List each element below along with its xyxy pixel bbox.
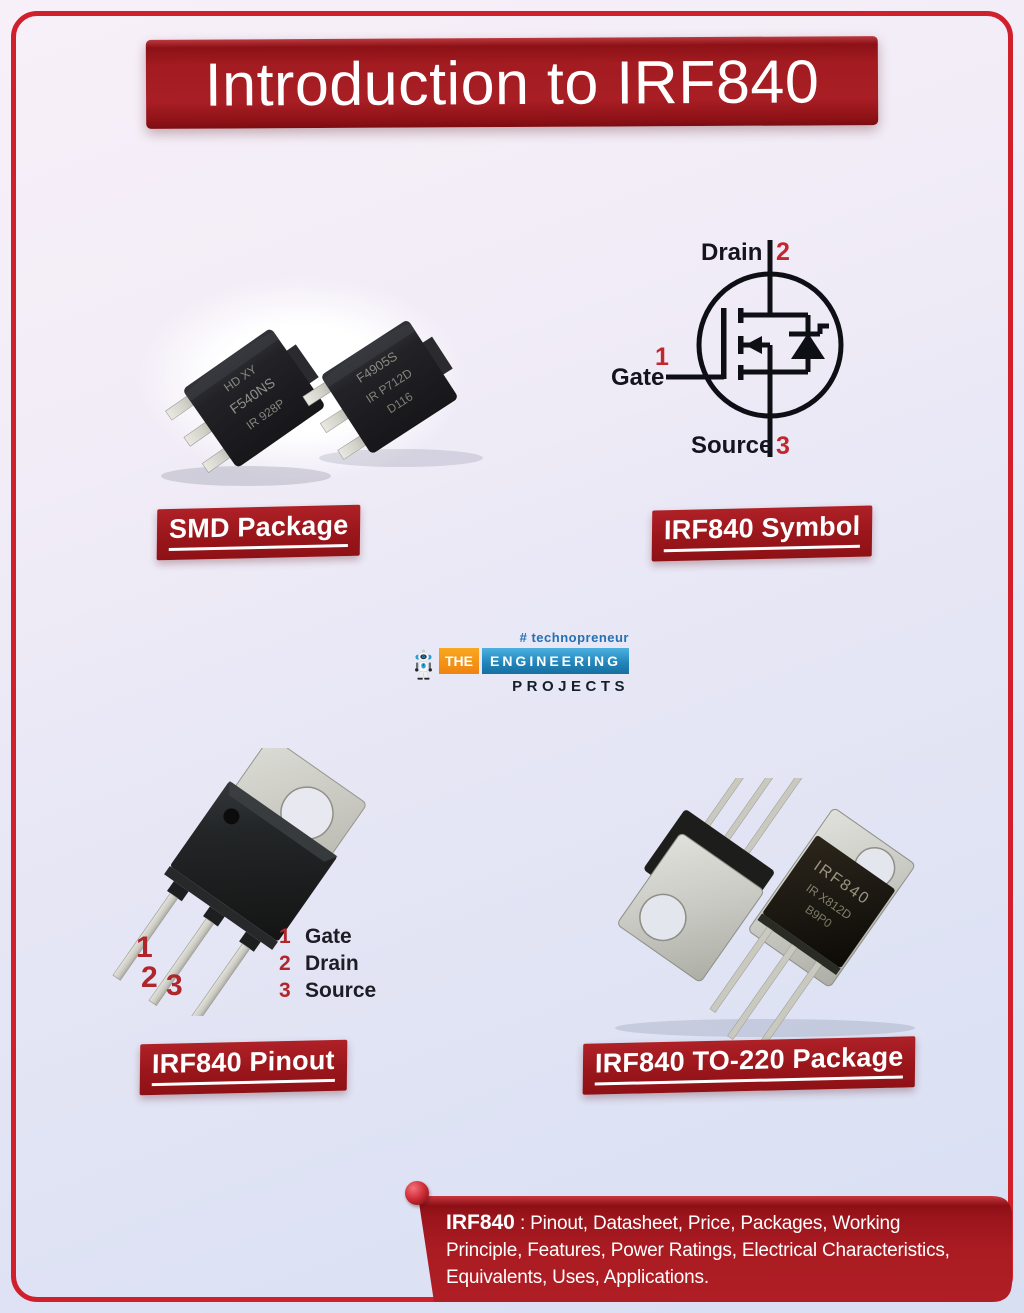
logo-word-projects: PROJECTS xyxy=(512,678,629,695)
irf840-pinout-image xyxy=(112,748,366,1016)
footer-pin-sphere-icon xyxy=(405,1181,429,1205)
pin-leg xyxy=(148,918,215,1006)
logo-word-the: THE xyxy=(438,648,479,674)
legend-row: 1 Gate xyxy=(279,925,352,948)
smd-chip-right: F4905S IR P712D D116 xyxy=(302,321,457,460)
pin-leg xyxy=(112,892,179,981)
pinout-number-3: 3 xyxy=(166,969,183,1002)
pinout-number-1: 1 xyxy=(136,931,153,964)
pinout-legend: 1 Gate 2 Drain 3 Source xyxy=(279,925,376,1006)
irf840-symbol-label: IRF840 Symbol xyxy=(651,505,873,562)
to220-shadow xyxy=(615,1019,915,1037)
the-engineering-projects-logo: # technopreneur THE ENGINEERING PROJECTS xyxy=(413,624,629,710)
footer-part-number: IRF840 xyxy=(446,1211,515,1234)
smd-shadow xyxy=(161,466,331,486)
title-banner: Introduction to IRF840 xyxy=(145,36,879,129)
source-label: Source xyxy=(691,432,773,459)
footer-line-1: IRF840 : Pinout, Datasheet, Price, Packa… xyxy=(446,1211,901,1234)
irf840-to220-label: IRF840 TO-220 Package xyxy=(582,1036,916,1095)
footer-line-3: Equivalents, Uses, Applications. xyxy=(446,1267,709,1288)
smd-package-image: HD XY F540NS IR 928P F4905S IR P712D D11… xyxy=(161,321,483,486)
logo-text-block: # technopreneur THE ENGINEERING PROJECTS xyxy=(438,624,629,695)
legend-row: 2 Drain xyxy=(279,952,359,975)
gate-label: Gate xyxy=(611,364,665,391)
pin-leg xyxy=(184,943,251,1016)
to220-plastic-body xyxy=(170,782,337,941)
to220-plastic-body xyxy=(763,835,895,968)
smd-chip-left: HD XY F540NS IR 928P xyxy=(165,329,324,473)
logo-word-engineering: ENGINEERING xyxy=(481,648,629,674)
logo-tagline: # technopreneur xyxy=(519,630,629,645)
robot-mascot-icon xyxy=(415,649,432,680)
legend-row: 3 Source xyxy=(279,979,377,1002)
pinout-number-2: 2 xyxy=(141,961,158,994)
irf840-pinout-label: IRF840 Pinout xyxy=(139,1039,347,1096)
drain-label: Drain xyxy=(701,239,763,266)
source-pin-number: 3 xyxy=(776,432,790,460)
mounting-hole xyxy=(639,893,687,942)
mosfet-symbol-icon xyxy=(666,240,844,457)
smd-package-label: SMD Package xyxy=(156,504,361,561)
pin1-dimple xyxy=(223,808,240,825)
smd-shadow xyxy=(319,449,483,467)
footer-line-2: Principle, Features, Power Ratings, Elec… xyxy=(446,1240,950,1261)
footer-summary-banner: IRF840 : Pinout, Datasheet, Price, Packa… xyxy=(418,1196,1012,1302)
to220-package-front: IRF840 IR X812D B9P0 xyxy=(709,808,915,1043)
gate-pin-number: 1 xyxy=(655,343,669,371)
irf840-symbol-diagram: Drain 2 Gate 1 Source 3 xyxy=(598,226,950,472)
page-title: Introduction to IRF840 xyxy=(204,46,820,119)
to220-package-back xyxy=(618,778,807,982)
irf840-to220-photo: IRF840 IR X812D B9P0 xyxy=(615,778,915,1043)
drain-pin-number: 2 xyxy=(776,238,790,266)
